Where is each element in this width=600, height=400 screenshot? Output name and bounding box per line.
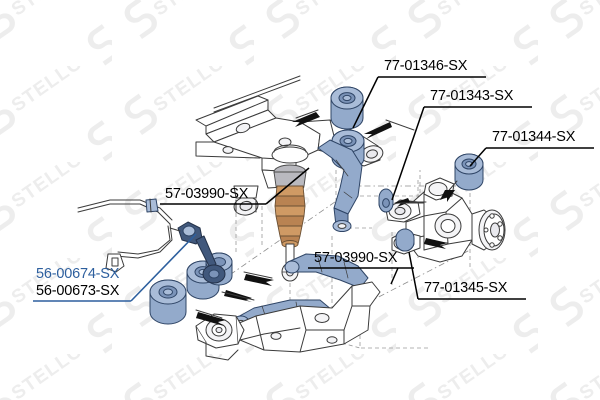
callout-56-006xx-group: 56-00674-SX 56-00673-SX [36, 266, 119, 300]
callout-56-00674[interactable]: 56-00674-SX [36, 266, 120, 282]
callout-57-03990-left[interactable]: 57-03990-SX [165, 186, 249, 202]
callout-56-00673[interactable]: 56-00673-SX [36, 283, 120, 300]
callout-77-01345[interactable]: 77-01345-SX [424, 280, 508, 296]
callout-77-01346[interactable]: 77-01346-SX [384, 58, 468, 74]
callout-77-01343[interactable]: 77-01343-SX [430, 88, 514, 104]
callout-57-03990-right[interactable]: 57-03990-SX [314, 250, 398, 266]
callout-77-01344[interactable]: 77-01344-SX [492, 129, 576, 145]
